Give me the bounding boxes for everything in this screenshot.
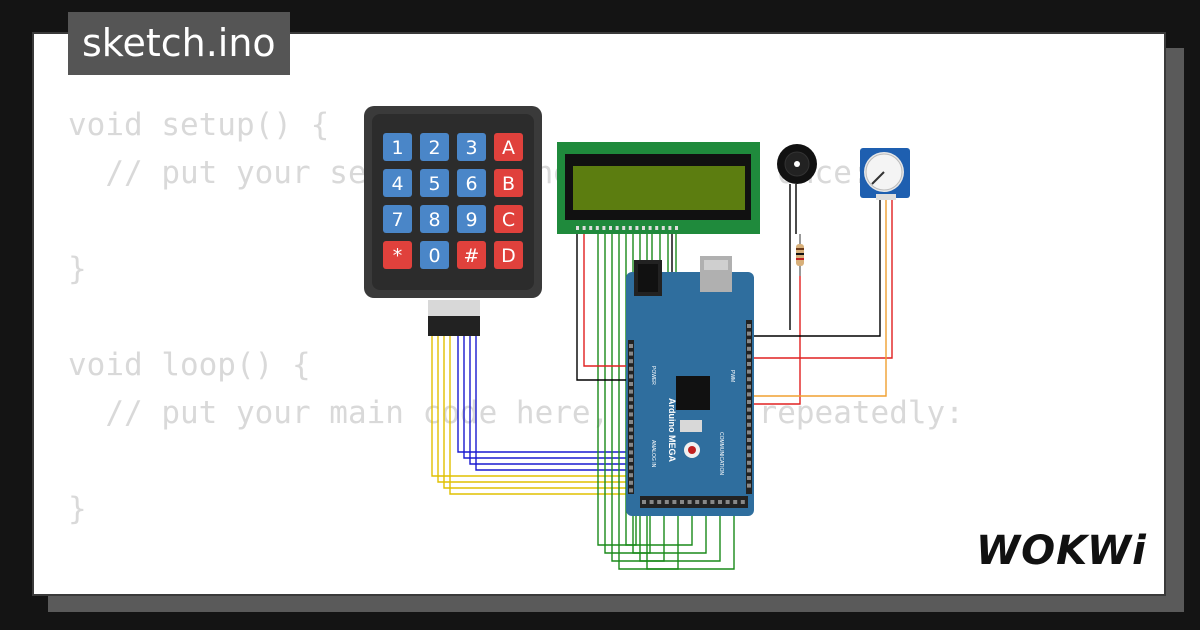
buzzer[interactable] [777,144,817,184]
keypad-key[interactable]: 6 [457,169,486,197]
keypad-keys: 1 2 3 A 4 5 6 B 7 8 9 C * 0 # D [383,133,523,269]
wire [475,330,634,471]
keypad-key-label: 2 [428,137,440,159]
wire [752,200,881,337]
wire [443,330,634,489]
keypad-key[interactable]: 7 [383,205,412,233]
keypad-key[interactable]: 2 [420,133,449,161]
keypad-key-label: 5 [428,173,440,195]
wire [437,330,634,483]
board-label: Arduino MEGA [667,398,677,462]
wire [469,330,634,465]
keypad-key-label: 1 [391,137,403,159]
potentiometer[interactable] [860,148,910,200]
keypad-key-label: 6 [465,173,477,195]
keypad-key-label: B [502,173,515,195]
keypad-key-label: # [464,245,480,267]
keypad[interactable]: 1 2 3 A 4 5 6 B 7 8 9 C * 0 # D [364,106,542,336]
wire [597,232,637,546]
keypad-key-label: 9 [465,209,477,231]
wire [604,232,651,554]
keypad-key-label: 7 [391,209,403,231]
wire [611,232,665,562]
analog-in-label: ANALOG IN [650,440,656,468]
wire [457,330,634,453]
keypad-key-label: A [502,137,515,159]
keypad-key[interactable]: # [457,241,486,269]
code-line: void loop() { [68,347,311,383]
keypad-key[interactable]: 5 [420,169,449,197]
code-line: } [68,251,87,287]
keypad-key[interactable]: 0 [420,241,449,269]
keypad-key[interactable]: C [494,205,523,233]
keypad-key[interactable]: D [494,241,523,269]
arduino-mega-board[interactable]: Arduino MEGA ANALOG IN COMMUNICATION PWM… [626,256,754,516]
power-label: POWER [650,366,656,385]
pwm-label: PWM [729,370,735,382]
keypad-key[interactable]: 4 [383,169,412,197]
wire [463,330,634,459]
keypad-key[interactable]: 8 [420,205,449,233]
preview-canvas [32,32,1166,596]
communication-label: COMMUNICATION [718,432,724,475]
keypad-key-label: C [502,209,515,231]
keypad-key-label: 4 [391,173,403,195]
keypad-key[interactable]: 9 [457,205,486,233]
wire [740,276,801,405]
resistor [796,234,804,276]
code-line: void setup() { [68,107,330,143]
pin-markers [629,324,751,504]
keypad-key[interactable]: * [383,241,412,269]
keypad-key-label: 3 [465,137,477,159]
wire [431,330,634,477]
lcd-display[interactable] [557,142,760,234]
keypad-key-label: 8 [428,209,440,231]
keypad-key[interactable]: 3 [457,133,486,161]
code-line: } [68,491,87,527]
lcd-pins [576,226,678,230]
wire [449,330,634,495]
keypad-key-label: 0 [428,245,440,267]
keypad-key-label: * [393,245,403,267]
keypad-key[interactable]: 1 [383,133,412,161]
keypad-key-label: D [501,245,516,267]
keypad-key[interactable]: A [494,133,523,161]
keypad-key[interactable]: B [494,169,523,197]
file-tab[interactable]: sketch.ino [68,12,290,75]
wokwi-logo[interactable]: WOKWi [976,528,1147,574]
